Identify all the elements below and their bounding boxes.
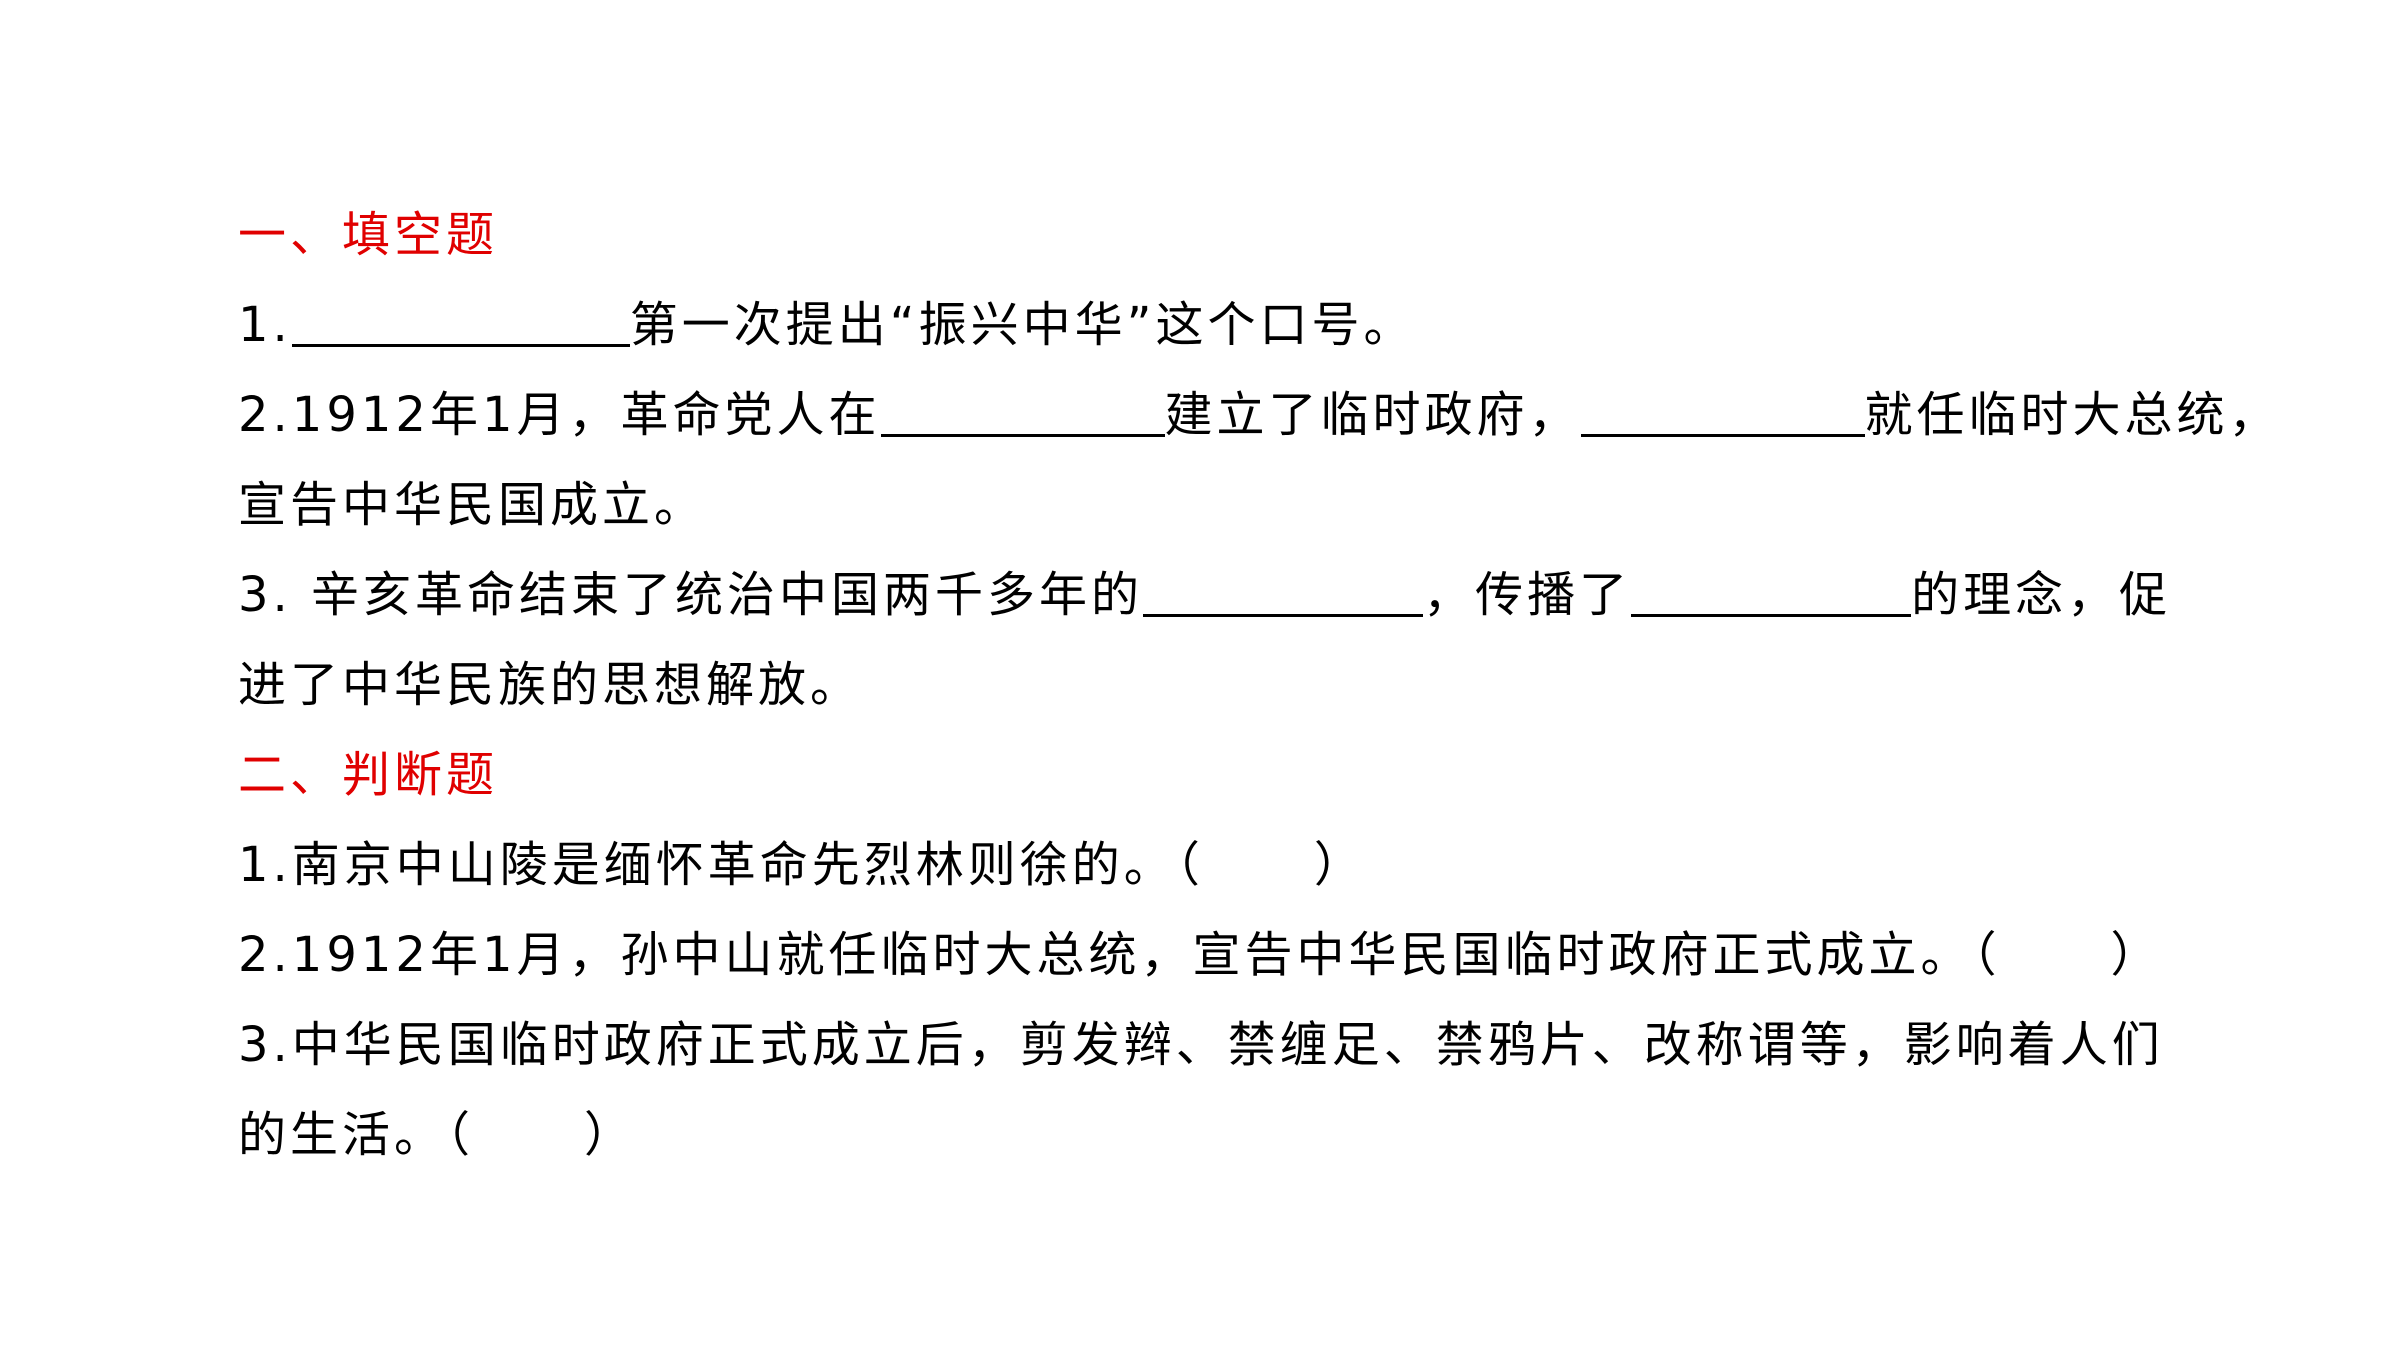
fill-q3-prefix: 3. 辛亥革命结束了统治中国两千多年的 bbox=[238, 567, 1144, 623]
fill-q3-blank-2 bbox=[1631, 566, 1912, 617]
fill-q3-suffix: 的理念，促 bbox=[1911, 567, 2172, 623]
section-heading-fill-in: 一、填空题 bbox=[238, 207, 499, 263]
fill-q2-suffix: 就任临时大总统， bbox=[1864, 387, 2281, 443]
judge-q2-paren-open: （ bbox=[1972, 927, 2001, 983]
judge-q3-text: 的生活。 bbox=[238, 1107, 447, 1163]
fill-q1-suffix: 第一次提出“振兴中华”这个口号。 bbox=[629, 297, 1416, 353]
fill-question-1: 1. 第一次提出“振兴中华”这个口号。 bbox=[238, 280, 2238, 370]
fill-q2-blank-1 bbox=[880, 386, 1165, 437]
fill-q1-blank bbox=[291, 296, 630, 347]
fill-q3-blank-1 bbox=[1143, 566, 1424, 617]
fill-q2-prefix: 2.1912年1月，革命党人在 bbox=[238, 387, 881, 443]
section-heading-true-false: 二、判断题 bbox=[238, 747, 499, 803]
fill-q2-blank-2 bbox=[1580, 386, 1865, 437]
worksheet-content: 一、填空题 1. 第一次提出“振兴中华”这个口号。 2.1912年1月，革命党人在… bbox=[238, 190, 2277, 1180]
judge-q1-paren-close: ） bbox=[1313, 837, 1366, 893]
fill-q1-prefix: 1. bbox=[238, 297, 292, 353]
fill-q2-mid: 建立了临时政府， bbox=[1164, 387, 1581, 443]
fill-question-3-line-2: 进了中华民族的思想解放。 bbox=[238, 657, 863, 713]
fill-q3-mid: ，传播了 bbox=[1423, 567, 1632, 623]
judge-q2-paren-close: ） bbox=[2110, 927, 2163, 983]
fill-question-3-line-1: 3. 辛亥革命结束了统治中国两千多年的 ，传播了 的理念，促 bbox=[238, 550, 2238, 640]
judge-q2-text: 2.1912年1月，孙中山就任临时大总统，宣告中华民国临时政府正式成立。 bbox=[238, 927, 1973, 983]
fill-question-2-line-2: 宣告中华民国成立。 bbox=[238, 477, 707, 533]
judge-question-2: 2.1912年1月，孙中山就任临时大总统，宣告中华民国临时政府正式成立。（ ） bbox=[238, 910, 2238, 1000]
judge-question-1: 1.南京中山陵是缅怀革命先烈林则徐的。（ ） bbox=[238, 820, 2238, 910]
judge-q1-text: 1.南京中山陵是缅怀革命先烈林则徐的。 bbox=[238, 837, 1176, 893]
fill-question-2-line-1: 2.1912年1月，革命党人在建立了临时政府，就任临时大总统， bbox=[238, 370, 2277, 460]
judge-q3-paren-close: ） bbox=[584, 1107, 637, 1163]
judge-q1-paren-open: （ bbox=[1175, 837, 1204, 893]
judge-question-3-line-1: 3.中华民国临时政府正式成立后，剪发辫、禁缠足、禁鸦片、改称谓等，影响着人们 bbox=[238, 1017, 2164, 1073]
judge-q3-paren-open: （ bbox=[446, 1107, 475, 1163]
judge-question-3-line-2: 的生活。（ ） bbox=[238, 1090, 2238, 1180]
